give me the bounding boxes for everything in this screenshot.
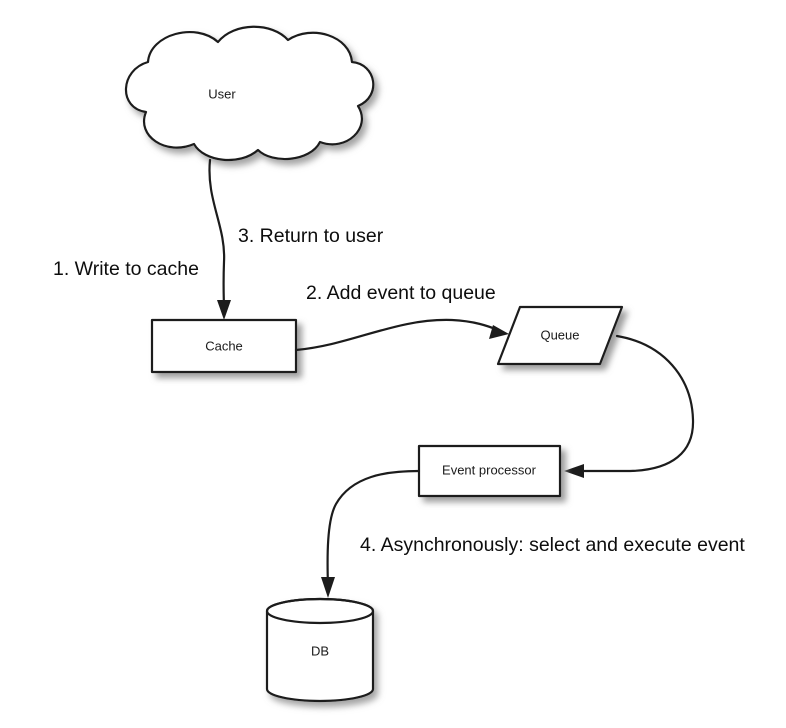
node-db[interactable]: DB <box>265 597 375 703</box>
edge-queue-to-event-processor-arrowhead <box>564 464 584 478</box>
db-top-ellipse <box>265 597 375 625</box>
edge-cache-to-queue-line <box>294 318 500 352</box>
event-processor-shape <box>417 444 562 498</box>
cache-shape <box>150 318 298 374</box>
node-user-label: User <box>208 86 236 101</box>
node-cache[interactable]: Cache <box>150 318 298 374</box>
step-label-4: 4. Asynchronously: select and execute ev… <box>360 534 745 556</box>
edge-event-processor-to-db[interactable] <box>321 469 421 598</box>
edge-event-processor-to-db-arrowhead <box>321 577 335 598</box>
edge-user-to-cache-arrowhead <box>217 300 231 320</box>
edge-queue-to-event-processor[interactable] <box>564 334 695 478</box>
edge-user-to-cache[interactable] <box>208 158 231 320</box>
edge-cache-to-queue[interactable] <box>294 318 509 352</box>
step-label-3: 3. Return to user <box>238 225 384 247</box>
node-queue[interactable]: Queue <box>496 305 624 366</box>
edge-event-processor-to-db-line <box>326 469 421 588</box>
node-cache-label: Cache <box>205 338 243 353</box>
step-label-1: 1. Write to cache <box>53 258 199 280</box>
edge-user-to-cache-line <box>208 158 226 312</box>
cloud-shape <box>124 25 375 162</box>
edge-cache-to-queue-arrowhead <box>489 325 509 339</box>
edge-queue-to-event-processor-line <box>576 334 695 473</box>
step-label-2: 2. Add event to queue <box>306 282 496 304</box>
node-user[interactable]: User <box>124 25 375 162</box>
node-event-processor[interactable]: Event processor <box>417 444 562 498</box>
node-db-label: DB <box>311 643 329 658</box>
node-queue-label: Queue <box>540 327 579 342</box>
node-event-processor-label: Event processor <box>442 462 537 477</box>
queue-shape <box>496 305 624 366</box>
